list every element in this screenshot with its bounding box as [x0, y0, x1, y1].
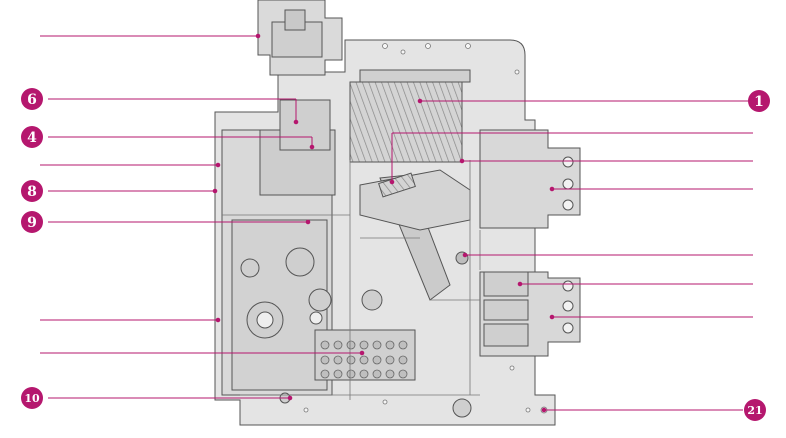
upper-terminal — [479, 129, 581, 229]
spring-assembly — [378, 172, 416, 198]
callout-4: 4 — [21, 126, 43, 148]
connector-block — [483, 323, 529, 347]
callout-9: 9 — [21, 211, 43, 233]
callout-6-label: 6 — [27, 92, 37, 108]
callout-9-label: 9 — [27, 215, 37, 231]
callout-10-label: 10 — [24, 392, 40, 405]
connector-block — [483, 299, 529, 321]
gear — [285, 247, 315, 277]
callout-8: 8 — [21, 180, 43, 202]
callout-4-label: 4 — [27, 130, 37, 146]
callout-6: 6 — [21, 88, 43, 110]
callout-1: 1 — [748, 90, 770, 112]
callout-21: 21 — [744, 399, 766, 421]
callout-1-label: 1 — [754, 94, 764, 110]
leader-lines — [40, 33, 753, 413]
callout-8-label: 8 — [27, 184, 37, 200]
callout-10: 10 — [21, 387, 43, 409]
breaker-body — [214, 0, 581, 426]
arc-chute — [349, 81, 463, 163]
callout-21-label: 21 — [747, 404, 762, 417]
